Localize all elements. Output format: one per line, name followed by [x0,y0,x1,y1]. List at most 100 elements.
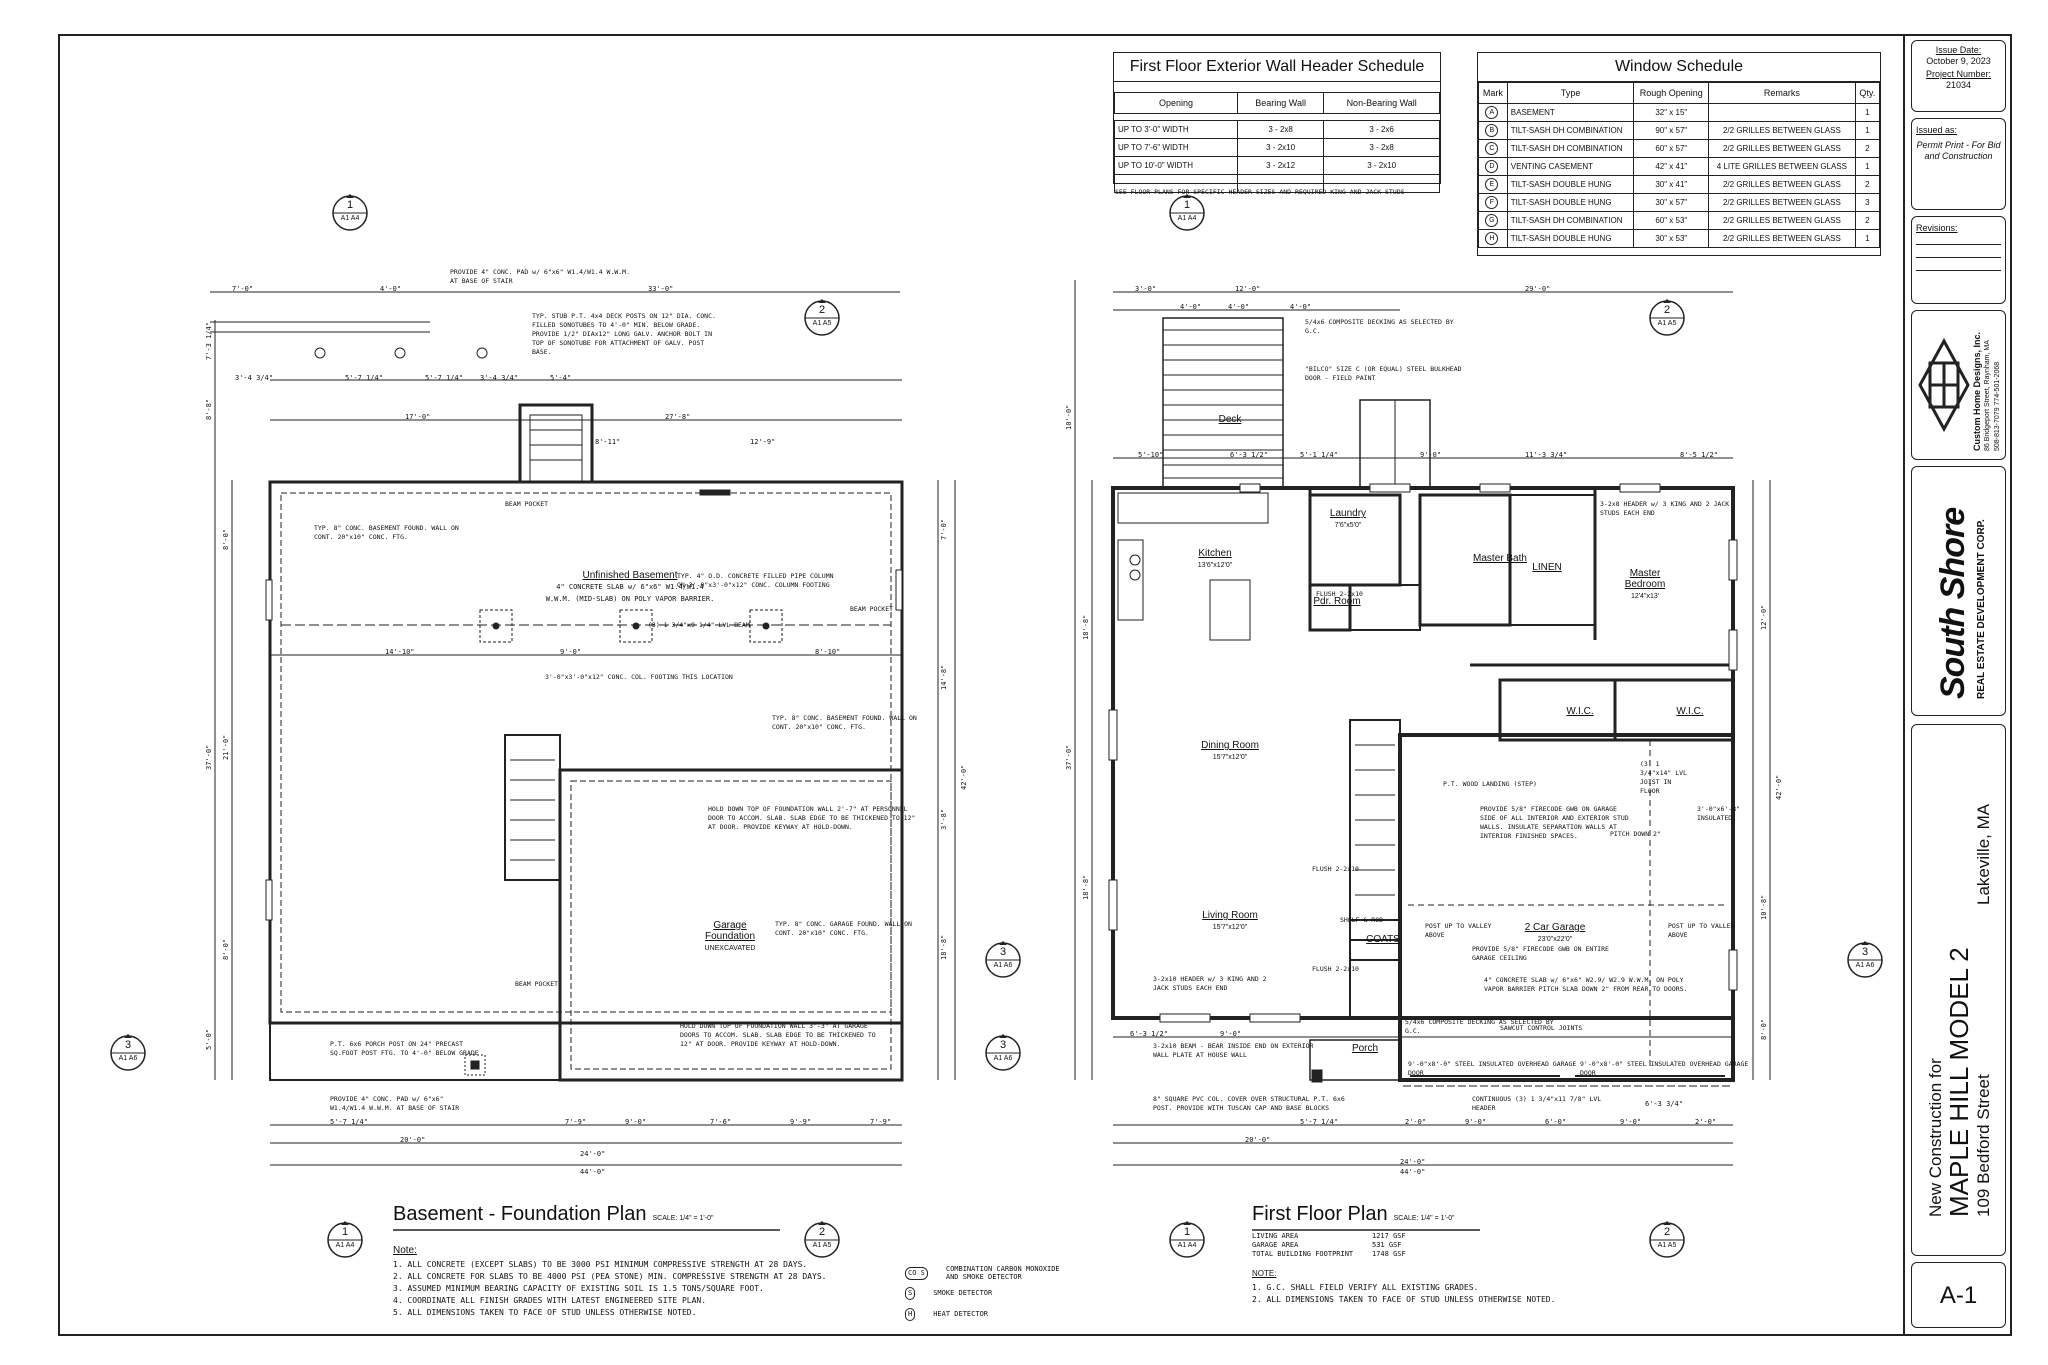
floor-dim: 6'-3 1/2" [1130,1030,1168,1038]
basement-callout: TYP. 8" CONC. BASEMENT FOUND. WALL ON CO… [314,524,459,541]
header-schedule-row [1114,174,1440,193]
window-schedule-cell: BASEMENT [1506,103,1635,122]
basement-callout: HOLD DOWN TOP OF FOUNDATION WALL 3'-3" A… [680,1022,876,1048]
basement-callout: HOLD DOWN TOP OF FOUNDATION WALL 2'-7" A… [708,805,916,831]
window-schedule-cell: B [1478,121,1508,140]
header-schedule-cell: 3 - 2x12 [1236,156,1325,175]
window-schedule-col-4: Qty. [1854,82,1881,104]
room-label: Master Bath [1465,553,1535,564]
floor-dim: 8'-0" [1760,1018,1768,1040]
floor-callout: PITCH DOWN 2" [1610,830,1661,838]
basement-note-line: 5. ALL DIMENSIONS TAKEN TO FACE OF STUD … [393,1308,697,1317]
floor-callout: POST UP TO VALLEY ABOVE [1425,922,1492,939]
floor-dim: 3'-0" [1135,285,1157,293]
basement-dim: 4'-0" [380,285,402,293]
basement-callout: BEAM POCKET [505,500,549,508]
basement-dim: 3'-4 3/4" [480,374,518,382]
window-mark: H [1485,232,1499,245]
floor-dim: 12'-0" [1760,604,1768,630]
window-schedule-cell: 2/2 GRILLES BETWEEN GLASS [1708,139,1856,158]
basement-callout: (3) 1 3/4"x9 1/4" LVL BEAM [648,621,750,629]
room-label: W.I.C. [1545,706,1615,717]
room-name: Laundry [1329,508,1367,519]
floor-callout: 5/4x6 COMPOSITE DECKING AS SELECTED BY G… [1305,318,1454,335]
unfinished-basement-label: Unfinished Basement 4" CONCRETE SLAB w/ … [545,570,715,603]
room-size: 23'0"x22'0" [1537,936,1573,943]
floor-dim: 42'-0" [1775,774,1783,800]
window-schedule-cell: 42" x 41" [1633,157,1710,176]
floor-dim: 24'-0" [1400,1158,1426,1166]
basement-dim: 3'-4 3/4" [235,374,273,382]
floor-dim: 9'-0" [1420,451,1442,459]
floor-callout: 3-2x10 BEAM - BEAR INSIDE END ON EXTERIO… [1153,1042,1314,1059]
floor-callout: FLUSH 2-2x10 [1316,590,1363,598]
project-name: MAPLE HILL MODEL 2 [1944,947,1974,1217]
basement-dim: 5'-7 1/4" [425,374,463,382]
window-schedule-title: Window Schedule [1478,53,1880,82]
basement-dim: 8'-0" [222,528,230,550]
south-shore-logo: South Shore [1934,507,1972,699]
window-schedule-cell: 2/2 GRILLES BETWEEN GLASS [1708,193,1856,212]
area-value: 531 GSF [1372,1241,1402,1249]
basement-dim: 5'-7 1/4" [330,1118,368,1126]
window-schedule-cell: 3 [1854,193,1881,212]
basement-callout: BEAM POCKET [850,605,894,613]
issued-as-box: Issued as: Permit Print - For Bid and Co… [1911,118,2006,210]
section-marker-number: 2 [1663,1226,1671,1238]
window-mark: B [1485,124,1499,137]
basement-dim: 9'-0" [560,648,582,656]
floor-note-line: 2. ALL DIMENSIONS TAKEN TO FACE OF STUD … [1252,1295,1556,1304]
title-block: Issue Date: October 9, 2023 Project Numb… [1903,34,2012,1336]
window-mark: C [1485,142,1499,155]
basement-notes: Note: 1. ALL CONCRETE (EXCEPT SLABS) TO … [393,1245,827,1317]
window-schedule-cell: 2 [1854,211,1881,230]
window-schedule-cell: 1 [1854,121,1881,140]
floor-dim: 6'-3 3/4" [1645,1100,1683,1108]
floor-dim: 12'-0" [1235,285,1261,293]
window-schedule-cell: 30" x 57" [1633,193,1710,212]
window-schedule-cell: F [1478,193,1508,212]
basement-dim: 7'-0" [940,518,948,540]
header-schedule-col-1: Bearing Wall [1236,92,1325,114]
floor-callout: P.T. WOOD LANDING (STEP) [1443,780,1537,788]
window-schedule-cell: E [1478,175,1508,194]
floor-callout: 3'-0"x6'-8" INSULATED [1697,805,1741,822]
window-schedule-cell: 1 [1854,229,1881,248]
designer-address: 86 Bridgeport Street, Raynham, MA [1984,340,1991,451]
area-value: 1748 GSF [1372,1250,1406,1258]
window-mark: E [1485,178,1499,191]
window-schedule-cell: VENTING CASEMENT [1506,157,1635,176]
room-name: Kitchen [1198,548,1232,559]
section-marker-sheet: A1 A4 [340,215,360,222]
basement-dim: 14'-8" [940,664,948,690]
floor-dim: 20'-0" [1245,1136,1271,1144]
window-schedule-cell: H [1478,229,1508,248]
floor-dim: 9'-0" [1220,1030,1242,1038]
window-schedule-cell: 90" x 57" [1633,121,1710,140]
basement-dim: 3'-8" [940,808,948,830]
window-schedule-cell [1708,103,1856,122]
header-schedule-spacer [1115,114,1440,121]
room-name: Living Room [1202,910,1258,921]
header-schedule-cell: 3 - 2x8 [1323,138,1440,157]
basement-dim: 7'-3 1/4" [205,322,213,360]
window-schedule-cell: D [1478,157,1508,176]
basement-dim: 21'-0" [222,734,230,760]
legend-symbol: S [905,1287,916,1300]
window-schedule-cell: 1 [1854,103,1881,122]
